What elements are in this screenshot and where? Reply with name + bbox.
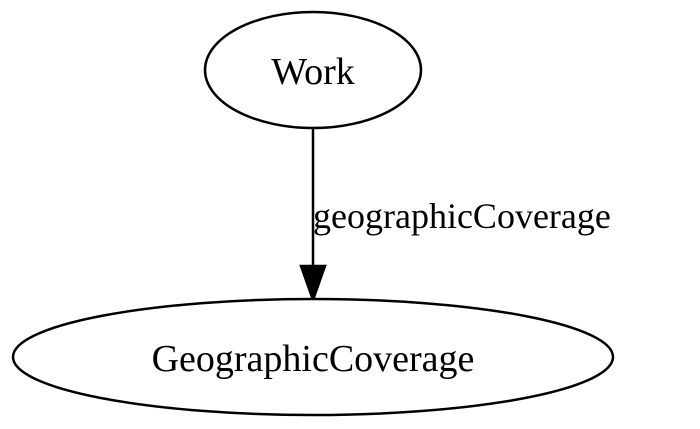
node-geographic-coverage-shape <box>11 297 615 417</box>
node-work: Work <box>203 10 423 130</box>
node-geographic-coverage: GeographicCoverage <box>11 297 615 417</box>
edge-arrowhead <box>299 264 327 304</box>
node-work-label: Work <box>271 51 354 93</box>
node-geographic-coverage-label: GeographicCoverage <box>152 338 475 380</box>
edge-label: geographicCoverage <box>313 196 611 236</box>
edge-work-to-geographiccoverage: geographicCoverage <box>299 128 611 304</box>
